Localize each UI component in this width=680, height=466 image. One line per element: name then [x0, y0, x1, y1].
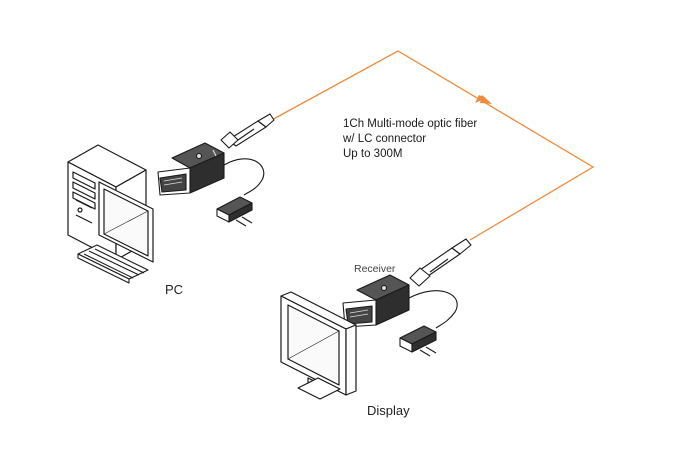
pc-monitor-icon — [98, 181, 154, 263]
receiver-lc-connector-icon — [409, 238, 472, 287]
receiver-label: Receiver — [354, 263, 396, 275]
transmitter-module-icon — [157, 142, 225, 196]
fiber-description-line-3: Up to 300M — [343, 148, 403, 160]
display-label: Display — [367, 403, 410, 418]
lc-connector-icon — [220, 113, 275, 149]
fiber-cable — [267, 50, 595, 241]
monitor-icon — [280, 291, 357, 400]
receiver-power-cable — [408, 290, 458, 329]
fiber-description-line-1: 1Ch Multi-mode optic fiber — [343, 118, 478, 130]
fiber-description: 1Ch Multi-mode optic fiber w/ LC connect… — [343, 117, 477, 162]
keyboard-icon — [77, 244, 149, 284]
power-adapter-icon — [216, 196, 253, 227]
receiver-module-icon — [342, 274, 410, 328]
pc-label: PC — [165, 282, 184, 297]
fiber-description-line-2: w/ LC connector — [343, 133, 427, 145]
receiver-power-adapter-icon — [399, 325, 437, 357]
power-cable — [223, 158, 265, 196]
